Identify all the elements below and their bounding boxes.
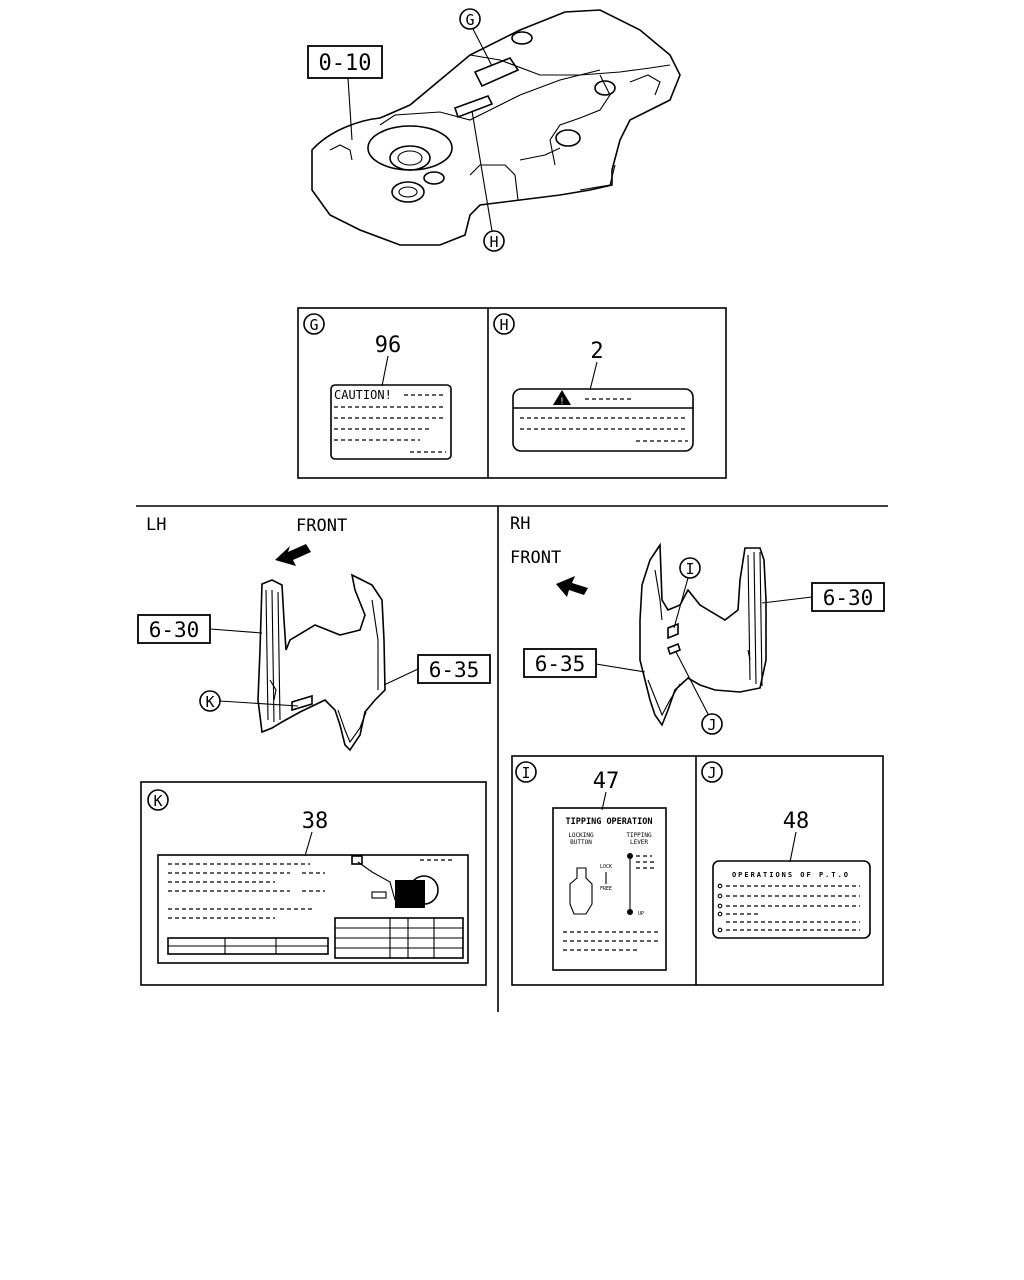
rh-section: RH FRONT 6-30 6-35 I J — [510, 514, 885, 735]
callout-0-10-box — [307, 45, 383, 79]
panel-j-letter: J — [707, 764, 716, 782]
label-panel-i-j: I 47 TIPPING OPERATION LOCKING BUTTON TI… — [511, 755, 884, 986]
rh-callout-6-35-box — [523, 648, 597, 678]
panel-k-letter: K — [153, 792, 162, 810]
callout-g-top: G — [465, 11, 474, 29]
panel-i-part-number: 47 — [593, 769, 620, 794]
tipping-lever-label-1: TIPPING — [626, 832, 652, 839]
callout-0-10: 0-10 — [319, 51, 372, 76]
lh-front-arrow-icon — [275, 544, 311, 566]
lh-label: LH — [146, 515, 166, 535]
svg-text:!: ! — [559, 397, 564, 407]
caution-label-graphic — [330, 384, 452, 460]
free-label: FREE — [600, 886, 612, 892]
panel-k-part-number: 38 — [302, 809, 329, 834]
label-panel-k: K 38 — [140, 781, 487, 986]
pto-operations-heading: OPERATIONS OF P.T.O — [732, 871, 850, 879]
panel-j-part-number: 48 — [783, 809, 810, 834]
tipping-operation-heading: TIPPING OPERATION — [566, 817, 653, 827]
rh-front-label: FRONT — [510, 548, 561, 568]
panel-h-part-number: 2 — [590, 339, 603, 364]
rh-callout-6-35: 6-35 — [535, 652, 586, 676]
panel-h-letter: H — [499, 316, 508, 334]
rh-callout-6-30-box — [811, 582, 885, 612]
panel-g-part-number: 96 — [375, 333, 402, 358]
rh-front-arrow-icon — [556, 576, 588, 597]
lh-callout-k: K — [205, 693, 214, 711]
pto-operations-label-graphic — [712, 860, 871, 939]
label-panel-g-h: G 96 CAUTION! H 2 ! — [297, 307, 727, 479]
callout-h-top: H — [489, 233, 498, 251]
tipping-lever-label-2: LEVER — [630, 839, 648, 846]
panel-i-letter: I — [521, 764, 530, 782]
lh-section: LH FRONT 6-30 6-35 K — [137, 515, 491, 752]
up-label: UP — [638, 911, 644, 917]
lh-callout-6-30: 6-30 — [149, 618, 200, 642]
rh-label: RH — [510, 514, 530, 534]
lh-callout-6-35-box — [417, 654, 491, 684]
lock-label: LOCK — [600, 864, 612, 870]
caution-label-heading: CAUTION! — [334, 388, 392, 402]
locking-button-label-2: BUTTON — [570, 839, 592, 846]
warning-label-graphic — [512, 388, 694, 452]
panel-g-letter: G — [309, 316, 318, 334]
tipping-operation-label-graphic — [552, 807, 667, 971]
k-label-graphic — [157, 854, 469, 964]
lh-callout-6-35: 6-35 — [429, 658, 480, 682]
rh-callout-6-30: 6-30 — [823, 586, 874, 610]
locking-button-label-1: LOCKING — [568, 832, 594, 839]
warning-triangle-icon — [553, 390, 571, 405]
top-cab-mount-drawing: 0-10 G H — [307, 8, 681, 252]
rh-callout-j: J — [707, 716, 716, 734]
rh-callout-i: I — [685, 560, 694, 578]
lh-front-label: FRONT — [296, 516, 347, 536]
